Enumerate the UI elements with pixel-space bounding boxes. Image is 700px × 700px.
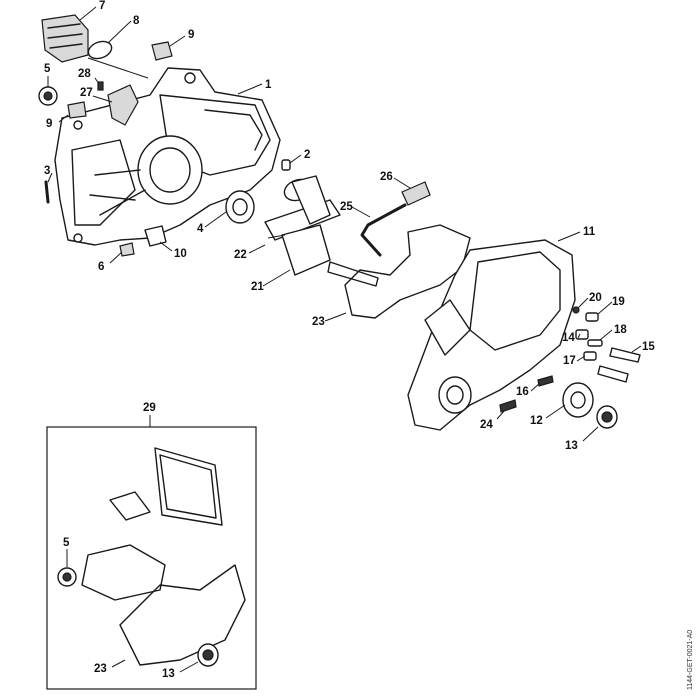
kit-oil-seal-5	[57, 567, 77, 587]
callout-20: 20	[589, 292, 602, 304]
kit-base-gasket	[81, 544, 166, 601]
part-12-bearing	[562, 382, 594, 418]
part-3-stud	[44, 180, 50, 204]
callout-15: 15	[642, 341, 655, 353]
callout-25: 25	[340, 201, 353, 213]
kit-callout-5: 5	[63, 537, 70, 549]
part-16-screw	[537, 375, 554, 387]
part-13-oil-seal	[596, 405, 618, 429]
part-21-crankshaft	[264, 175, 379, 287]
document-id: 1144-GET-0021-A0	[687, 630, 694, 690]
callout-2: 2	[304, 149, 310, 161]
callout-16: 16	[516, 386, 529, 398]
callout-10: 10	[174, 248, 187, 260]
callout-19: 19	[612, 296, 625, 308]
part-18-spring	[587, 339, 603, 347]
leader-lines	[47, 6, 642, 673]
crankcase-half-right	[407, 239, 576, 431]
part-20-pin	[572, 306, 580, 314]
callout-29: 29	[143, 402, 156, 414]
callout-27: 27	[80, 87, 93, 99]
callout-13: 13	[565, 440, 578, 452]
part-10-plate	[144, 225, 167, 247]
callout-23-top: 23	[312, 316, 325, 328]
part-26-fitting	[401, 181, 431, 206]
callout-9-top: 9	[188, 29, 194, 41]
callout-5-top: 5	[44, 63, 51, 75]
part-19-sleeve	[585, 312, 599, 322]
callout-21: 21	[251, 281, 264, 293]
part-4-bearing	[225, 190, 255, 224]
part-17-sleeve	[583, 351, 597, 361]
kit-callout-23: 23	[94, 663, 107, 675]
part-2-sleeve	[281, 159, 291, 171]
callout-1: 1	[265, 79, 272, 91]
callout-28: 28	[78, 68, 91, 80]
callout-4: 4	[197, 223, 204, 235]
kit-intake-gasket	[109, 491, 151, 521]
callout-14: 14	[562, 332, 575, 344]
callout-3: 3	[44, 165, 50, 177]
part-5-oil-seal-top	[38, 86, 58, 106]
gasket-kit-box	[46, 415, 257, 690]
part-27-bracket	[107, 84, 139, 126]
part-8-o-ring	[87, 40, 149, 79]
part-9-buffer-left	[67, 101, 87, 119]
kit-crankcase-gasket	[119, 564, 246, 666]
callout-24: 24	[480, 419, 493, 431]
callout-18: 18	[614, 324, 627, 336]
kit-cylinder-gasket	[154, 447, 223, 526]
callout-6: 6	[98, 261, 104, 273]
callout-8: 8	[133, 15, 140, 27]
callout-7: 7	[99, 0, 105, 12]
part-24-screw	[499, 399, 517, 413]
part-15-stud	[597, 347, 641, 383]
kit-oil-seal-13	[197, 643, 219, 667]
callout-11: 11	[583, 226, 596, 238]
part-6-insert	[119, 242, 135, 257]
part-28-screw	[97, 81, 104, 91]
callout-22: 22	[234, 249, 247, 261]
part-7-assembly	[41, 14, 89, 63]
part-25-oil-tube	[360, 203, 407, 257]
kit-callout-13: 13	[162, 668, 175, 680]
callout-17: 17	[563, 355, 576, 367]
part-9-buffer-top	[151, 41, 173, 61]
callout-labels: 7 8 9 5 28 27 9 1 2 3 4 6 10 26 25 22 21…	[44, 0, 655, 680]
callout-26: 26	[380, 171, 393, 183]
callout-9-left: 9	[46, 118, 52, 130]
callout-12: 12	[530, 415, 543, 427]
part-23-gasket-upper	[344, 224, 471, 319]
